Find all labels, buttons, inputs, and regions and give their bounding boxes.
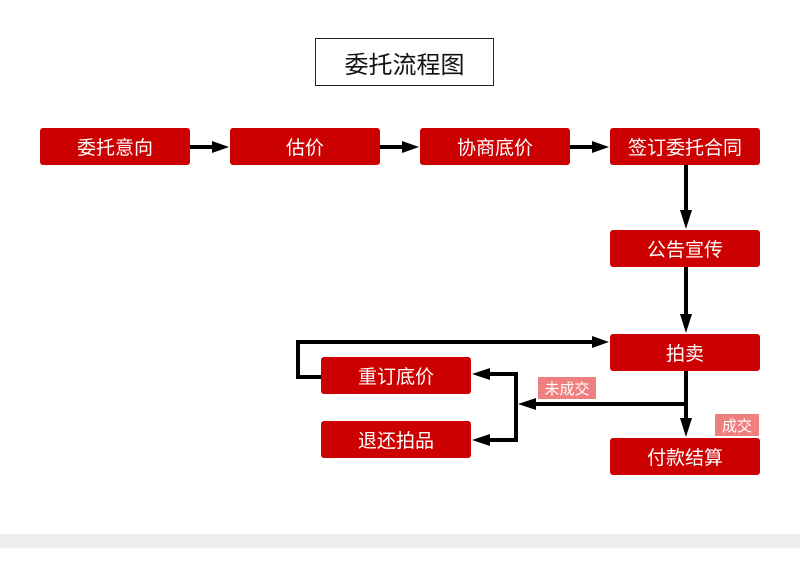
label-unsold: 未成交: [538, 377, 596, 399]
node-intent[interactable]: 委托意向: [40, 128, 190, 165]
label-sold: 成交: [715, 414, 759, 436]
node-negotiate[interactable]: 协商底价: [420, 128, 570, 165]
node-appraisal[interactable]: 估价: [230, 128, 380, 165]
edge-publicity-auction: [680, 267, 692, 333]
node-publicity[interactable]: 公告宣传: [610, 230, 760, 267]
edge-reset-price-auction: [296, 336, 609, 379]
edge-auction-settlement: [680, 371, 692, 437]
edge-appraisal-negotiate: [380, 141, 419, 153]
node-return-item[interactable]: 退还拍品: [321, 421, 471, 458]
edge-negotiate-contract: [570, 141, 609, 153]
diagram-title: 委托流程图: [315, 38, 494, 86]
node-auction[interactable]: 拍卖: [610, 334, 760, 371]
edge-intent-appraisal: [190, 141, 229, 153]
node-contract[interactable]: 签订委托合同: [610, 128, 760, 165]
edge-contract-publicity: [680, 165, 692, 229]
edge-auction-unsold-branch: [472, 368, 686, 446]
node-settlement[interactable]: 付款结算: [610, 438, 760, 475]
footer-divider: [0, 534, 800, 548]
node-reset-price[interactable]: 重订底价: [321, 357, 471, 394]
